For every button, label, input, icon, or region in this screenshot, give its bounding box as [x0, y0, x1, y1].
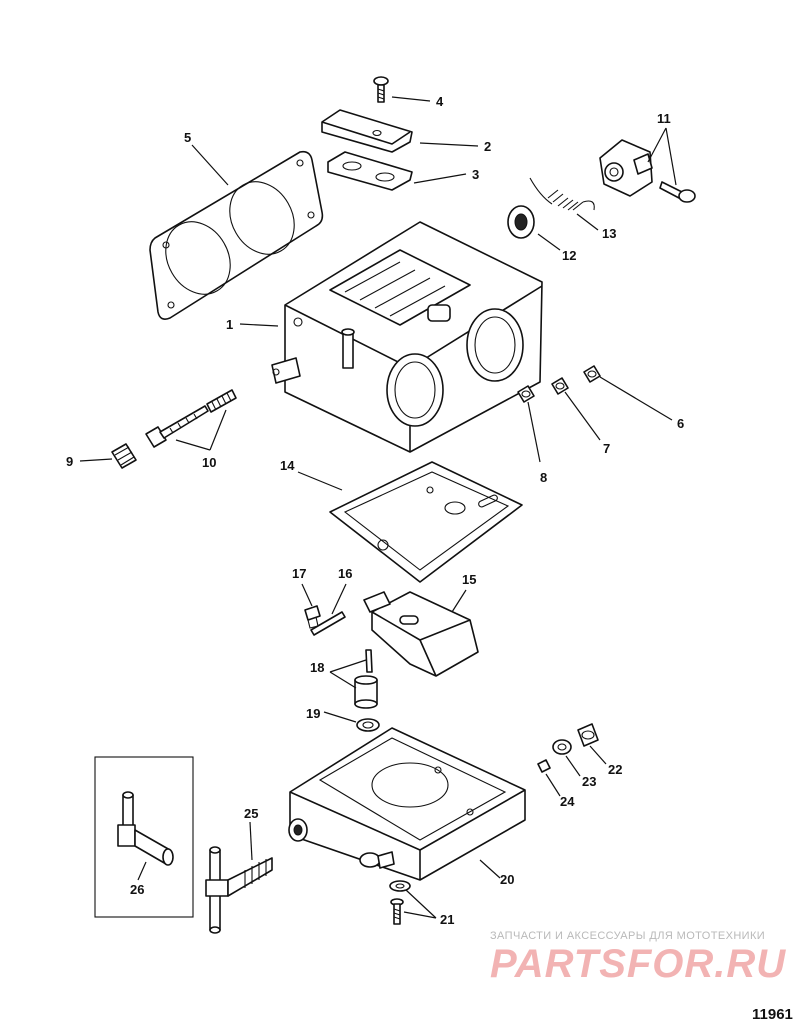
- part-2-cover-plate: [321, 109, 413, 153]
- part-20-float-bowl: [288, 727, 526, 881]
- part-24-jet: [537, 759, 551, 773]
- callout-25: 25: [244, 806, 258, 821]
- callout-24: 24: [560, 794, 575, 809]
- callout-17: 17: [292, 566, 306, 581]
- callout-7: 7: [603, 441, 610, 456]
- callout-14: 14: [280, 458, 295, 473]
- callout-3: 3: [472, 167, 479, 182]
- callout-labels: 1 2 3 4 5 6 7 8 9 10 11 12 13 14 15 16 1…: [66, 94, 684, 927]
- part-26-detail-box: [94, 756, 194, 918]
- watermark-caption: ЗАПЧАСТИ И АКСЕССУАРЫ ДЛЯ МОТОТЕХНИКИ: [490, 930, 766, 942]
- part-5-gasket: [149, 150, 324, 320]
- callout-5: 5: [184, 130, 191, 145]
- callout-19: 19: [306, 706, 320, 721]
- callout-15: 15: [462, 572, 476, 587]
- part-14-gasket: [329, 461, 523, 583]
- callout-10: 10: [202, 455, 216, 470]
- callout-4: 4: [436, 94, 444, 109]
- callout-13: 13: [602, 226, 616, 241]
- part-13-spring: [529, 177, 595, 211]
- part-4-screw: [373, 76, 389, 103]
- watermark-logo: PARTSFOR.RU: [490, 942, 787, 986]
- callout-16: 16: [338, 566, 352, 581]
- part-25-fitting: [205, 846, 273, 934]
- callout-23: 23: [582, 774, 596, 789]
- callout-2: 2: [484, 139, 491, 154]
- part-11-screw: [659, 181, 696, 203]
- part-1-carburetor-body: [271, 221, 543, 453]
- part-18-needle: [365, 649, 373, 673]
- callout-20: 20: [500, 872, 514, 887]
- part-21-washer: [389, 880, 411, 892]
- callout-8: 8: [540, 470, 547, 485]
- callout-1: 1: [226, 317, 233, 332]
- part-3-plate-gasket: [327, 151, 413, 191]
- part-7-jet: [551, 377, 569, 395]
- figure-id: 11961: [752, 1006, 793, 1023]
- callout-11: 11: [657, 111, 671, 126]
- part-23-washer: [552, 739, 572, 755]
- part-22-plug: [577, 723, 599, 747]
- part-12-seal: [507, 205, 535, 239]
- part-10-mixture-screw: [145, 389, 237, 448]
- part-11-choke-housing: [599, 139, 653, 197]
- leader-lines: [79, 96, 677, 919]
- part-8-jet: [517, 385, 535, 403]
- part-9-cap: [111, 443, 137, 469]
- part-17-screw: [304, 605, 321, 629]
- part-18-seat: [354, 675, 378, 709]
- callout-12: 12: [562, 248, 576, 263]
- callout-26: 26: [130, 882, 144, 897]
- part-26-fitting: [117, 791, 174, 866]
- callout-9: 9: [66, 454, 73, 469]
- part-19-washer: [356, 718, 380, 732]
- callout-18: 18: [310, 660, 324, 675]
- part-16-pin: [310, 611, 346, 636]
- part-15-float: [363, 591, 479, 677]
- callout-6: 6: [677, 416, 684, 431]
- callout-22: 22: [608, 762, 622, 777]
- part-21-screw: [390, 898, 404, 925]
- part-6-jet: [583, 365, 601, 383]
- callout-21: 21: [440, 912, 454, 927]
